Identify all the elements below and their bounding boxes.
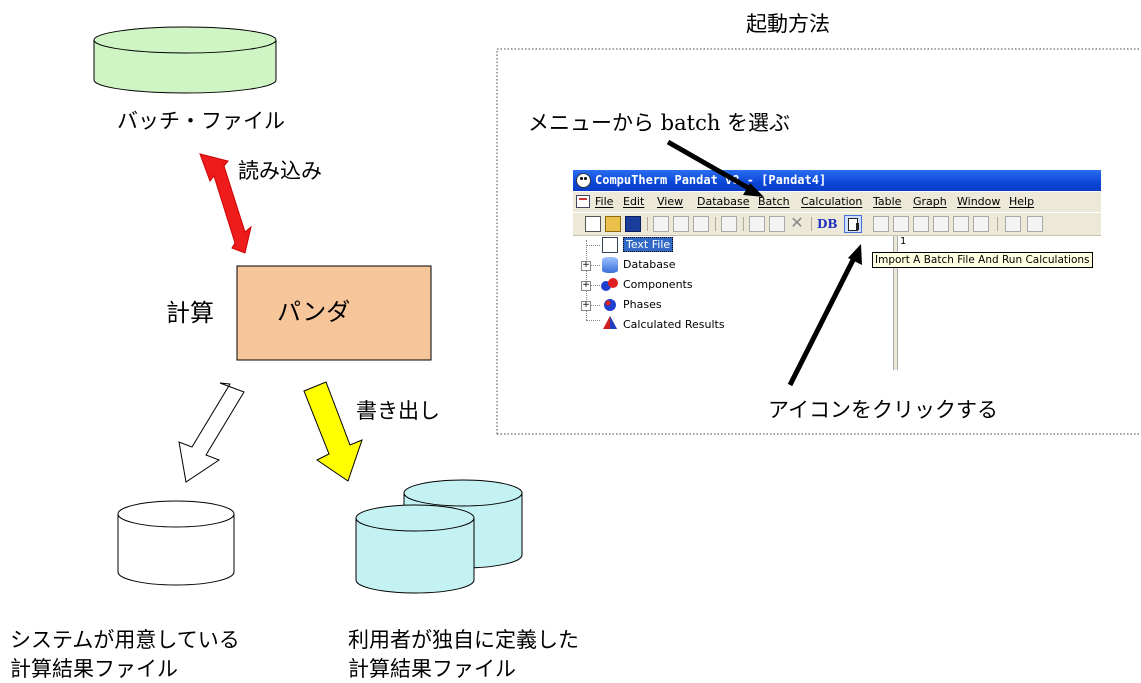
panda-app-icon [576, 173, 591, 188]
toolbar: ✕ DB [573, 213, 1101, 236]
user-file-label-2: 計算結果ファイル [348, 657, 516, 681]
calculated-results-icon [602, 314, 618, 330]
menu-graph[interactable]: Graph [913, 195, 947, 208]
copy-icon[interactable] [749, 216, 765, 232]
delete-icon[interactable]: ✕ [790, 213, 804, 232]
table-icon[interactable] [873, 216, 889, 232]
write-label: 書き出し [356, 399, 440, 423]
toolbar-separator [715, 217, 716, 231]
panda-label: パンダ [277, 298, 351, 326]
icon-instruction: アイコンをクリックする [768, 398, 998, 422]
expand-phases-icon[interactable]: + [581, 300, 591, 311]
calc-label: 計算 [166, 299, 214, 327]
area-icon[interactable] [933, 216, 949, 232]
point-icon[interactable] [893, 216, 909, 232]
window-titlebar: CompuTherm Pandat v8 - [Pandat4] [573, 170, 1101, 191]
toolbar-separator [997, 217, 998, 231]
tree-connector [586, 265, 600, 266]
menu-batch[interactable]: Batch [758, 195, 790, 208]
window-title: CompuTherm Pandat v8 - [Pandat4] [595, 173, 827, 187]
database-icon [602, 257, 618, 273]
database-button[interactable]: DB [817, 217, 838, 231]
user-file-cylinder-front [355, 504, 475, 594]
document-menu-icon[interactable] [576, 195, 590, 208]
toolbar-separator [811, 217, 812, 231]
menu-view[interactable]: View [657, 195, 684, 208]
pane-splitter[interactable] [893, 236, 898, 370]
page-icon[interactable] [653, 216, 669, 232]
import-batch-icon[interactable] [844, 215, 862, 233]
phases-icon [602, 297, 618, 313]
line-number: 1 [900, 236, 907, 247]
tree-connector [586, 285, 600, 286]
explorer-tree: Text File + Database + Components + Phas… [573, 236, 893, 370]
preview-icon[interactable] [673, 216, 689, 232]
open-folder-icon[interactable] [605, 216, 621, 232]
numbering-icon[interactable] [1027, 216, 1043, 232]
menubar: File Edit View Database Batch Calculatio… [573, 192, 1101, 212]
system-file-label-2: 計算結果ファイル [10, 657, 178, 681]
paste-icon[interactable] [769, 216, 785, 232]
import-batch-tooltip: Import A Batch File And Run Calculations [872, 252, 1093, 268]
menu-database[interactable]: Database [697, 195, 750, 208]
user-output-arrow [303, 381, 363, 482]
tree-connector [586, 240, 587, 320]
launch-frame [496, 48, 1141, 434]
page-setup-icon[interactable] [693, 216, 709, 232]
triangle-icon[interactable] [953, 216, 969, 232]
user-file-label-1: 利用者が独自に定義した [348, 628, 579, 652]
menu-instruction: メニューから batch を選ぶ [528, 111, 791, 135]
line-icon[interactable] [913, 216, 929, 232]
system-output-arrow [178, 382, 245, 483]
expand-components-icon[interactable]: + [581, 280, 591, 291]
launch-title: 起動方法 [746, 12, 830, 36]
edit-icon[interactable] [973, 216, 989, 232]
new-file-icon[interactable] [585, 216, 601, 232]
save-icon[interactable] [625, 216, 641, 232]
menu-window[interactable]: Window [957, 195, 1001, 208]
menu-calculation[interactable]: Calculation [801, 195, 863, 208]
batch-file-cylinder [93, 26, 277, 94]
read-label: 読み込み [238, 159, 322, 183]
menu-file[interactable]: File [595, 195, 614, 208]
expand-database-icon[interactable]: + [581, 260, 591, 271]
read-double-arrow [199, 153, 252, 254]
menu-edit[interactable]: Edit [623, 195, 645, 208]
toolbar-separator [743, 217, 744, 231]
system-file-label-1: システムが用意している [10, 628, 240, 652]
batch-file-label: バッチ・ファイル [117, 109, 285, 133]
menu-table[interactable]: Table [873, 195, 902, 208]
grid-icon[interactable] [1005, 216, 1021, 232]
panda-box [236, 265, 432, 361]
print-icon[interactable] [721, 216, 737, 232]
tree-connector [586, 305, 600, 306]
menu-help[interactable]: Help [1009, 195, 1035, 208]
toolbar-separator [647, 217, 648, 231]
components-icon [600, 276, 618, 292]
tree-connector [586, 320, 600, 321]
text-file-icon [602, 237, 618, 253]
tree-connector [586, 245, 600, 246]
system-file-cylinder [117, 500, 235, 586]
pandat-window: CompuTherm Pandat v8 - [Pandat4] File Ed… [573, 170, 1101, 370]
